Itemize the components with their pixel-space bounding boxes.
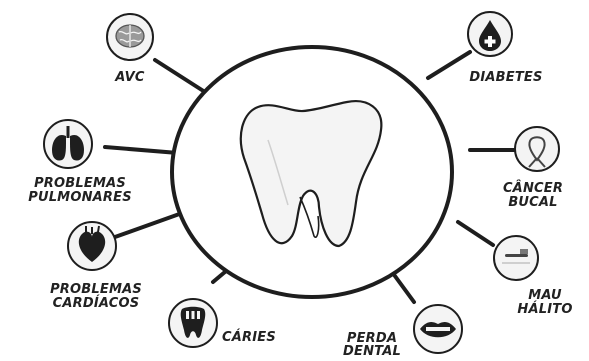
label-diabetes: DIABETES (454, 71, 558, 85)
label-diabetes-line-1: DIABETES (454, 71, 558, 85)
node-diabetes-icon (468, 12, 512, 56)
brain-icon (116, 25, 144, 47)
label-cancer: CÂNCER BUCAL (488, 182, 578, 210)
label-cardiacos: PROBLEMAS CARDÍACOS (34, 283, 158, 311)
node-cancer-icon (515, 127, 559, 171)
label-pulmonares-line-2: PULMONARES (12, 191, 148, 205)
label-pulmonares-line-1: PROBLEMAS (12, 177, 148, 191)
label-halito-line-1: MAU (505, 289, 585, 303)
label-caries-line-1: CÁRIES (222, 331, 292, 345)
label-avc-line-1: AVC (100, 71, 160, 85)
label-perda-line-2: DENTAL (334, 345, 410, 358)
label-avc: AVC (100, 71, 160, 85)
label-cardiacos-line-2: CARDÍACOS (34, 297, 158, 311)
node-caries-icon (169, 299, 217, 347)
label-caries: CÁRIES (222, 331, 292, 345)
connector-pulmonares (105, 147, 178, 153)
node-cardiacos-icon (68, 222, 116, 270)
node-avc-icon (107, 14, 153, 60)
label-perda: PERDA DENTAL (334, 332, 410, 358)
label-cardiacos-line-1: PROBLEMAS (34, 283, 158, 297)
connector-halito (458, 222, 493, 245)
label-cancer-line-1: CÂNCER (488, 182, 578, 196)
connector-avc (155, 60, 205, 92)
connector-perda (392, 272, 414, 302)
label-halito-line-2: HÁLITO (505, 303, 585, 317)
node-halito-icon (494, 236, 538, 280)
node-pulmonares-icon (44, 120, 92, 168)
label-pulmonares: PROBLEMAS PULMONARES (12, 177, 148, 205)
label-halito: MAU HÁLITO (505, 289, 585, 317)
connector-cardiacos (115, 212, 185, 237)
node-perda-icon (414, 305, 462, 353)
label-cancer-line-2: BUCAL (488, 196, 578, 210)
